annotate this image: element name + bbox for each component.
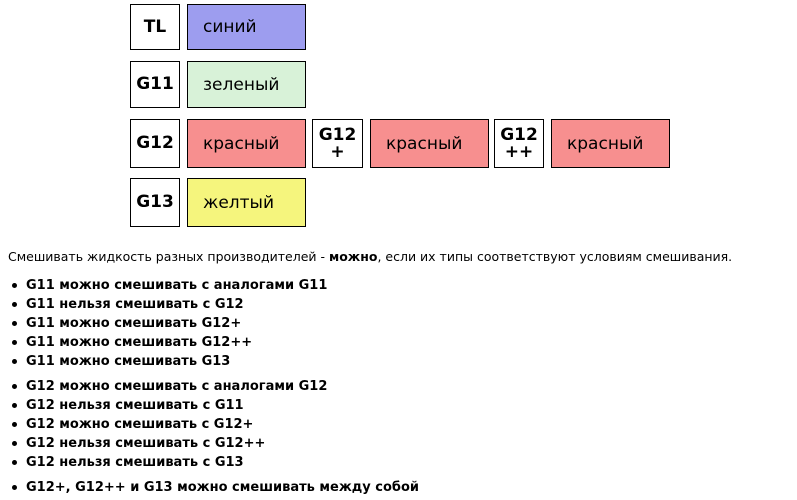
- list-item: G12 нельзя смешивать с G12++: [12, 434, 797, 453]
- type-box-g11: G11: [130, 61, 180, 108]
- list-item: G11 можно смешивать G12+: [12, 314, 797, 333]
- list-item: G12 нельзя смешивать с G11: [12, 396, 797, 415]
- list-item: G12+, G12++ и G13 можно смешивать между …: [12, 478, 797, 497]
- color-box-tl-blue: синий: [187, 4, 306, 50]
- type-box-tl: TL: [130, 4, 180, 50]
- intro-pre-text: Смешивать жидкость разных производителей…: [8, 249, 329, 264]
- list-item: G11 нельзя смешивать с G12: [12, 295, 797, 314]
- list-item: G11 можно смешивать G12++: [12, 333, 797, 352]
- type-box-g12plusplus-line1: G12: [500, 124, 538, 145]
- type-box-g12plusplus-line2: ++: [504, 141, 534, 162]
- g11-rules-list: G11 можно смешивать с аналогами G11 G11 …: [12, 276, 797, 371]
- intro-bold-text: можно: [328, 249, 378, 264]
- final-rules-list: G12+, G12++ и G13 можно смешивать между …: [12, 478, 797, 500]
- g12-rules-list: G12 можно смешивать с аналогами G12 G12 …: [12, 377, 797, 472]
- type-box-g12plus-line1: G12: [318, 124, 357, 145]
- type-box-g12: G12: [130, 119, 180, 168]
- type-box-g12plus-line2: +: [330, 141, 345, 162]
- list-item: G12 нельзя смешивать с G13: [12, 453, 797, 472]
- list-item: G11 можно смешивать с аналогами G11: [12, 276, 797, 295]
- color-box-g11-green: зеленый: [187, 61, 306, 108]
- list-item: G12 можно смешивать с G12+: [12, 415, 797, 434]
- type-box-g12plusplus: G12 ++: [494, 119, 544, 168]
- color-box-g13-yellow: желтый: [187, 178, 306, 227]
- intro-post-text: , если их типы соответствуют условиям см…: [377, 249, 733, 264]
- list-item: G12 можно смешивать с аналогами G12: [12, 377, 797, 396]
- color-box-g12plus-red: красный: [370, 119, 489, 168]
- intro-paragraph: Смешивать жидкость разных производителей…: [8, 249, 797, 264]
- coolant-class-diagram: TL синий G11 зеленый G12 красный G12 + к…: [0, 0, 797, 236]
- type-box-g12plus: G12 +: [312, 119, 363, 168]
- color-box-g12-red: красный: [187, 119, 306, 168]
- type-box-g13: G13: [130, 178, 180, 227]
- color-box-g12plusplus-red: красный: [551, 119, 670, 168]
- list-item: G11 можно смешивать G13: [12, 352, 797, 371]
